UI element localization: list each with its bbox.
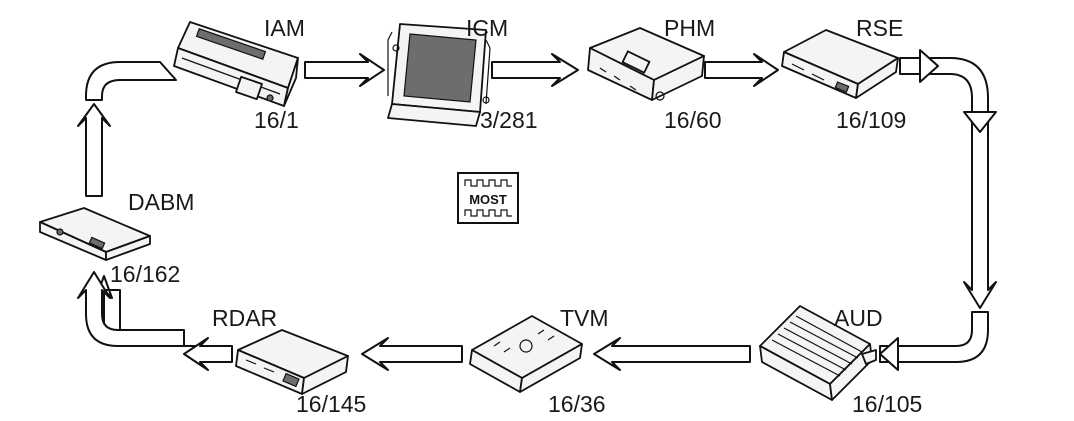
most-badge-label: MOST <box>469 192 507 207</box>
rdar-ref: 16/145 <box>296 391 366 417</box>
arrow-rdar-to-dabm-shaft <box>77 271 185 347</box>
dabm-ref: 16/162 <box>110 261 180 287</box>
arrow-rse-to-aud-corner <box>899 57 989 113</box>
arrow-phm-to-rse <box>704 53 779 87</box>
arrow-rdar-to-dabm-head <box>183 337 233 371</box>
arrow-rse-to-aud-shaft <box>963 117 997 309</box>
arrow-aud-to-tvm-head <box>879 337 899 371</box>
arrow-rse-to-aud-head2 <box>963 111 997 133</box>
dabm-label: DABM <box>128 189 194 215</box>
aud-device <box>759 305 877 401</box>
iam-ref: 16/1 <box>254 107 299 133</box>
tvm-label: TVM <box>560 305 609 331</box>
rse-ref: 16/109 <box>836 107 906 133</box>
rse-device <box>781 29 899 99</box>
arrow-aud-to-tvm <box>593 337 751 371</box>
icm-device <box>387 23 491 127</box>
phm-device <box>587 27 705 101</box>
phm-ref: 16/60 <box>664 107 722 133</box>
rdar-device <box>235 329 349 395</box>
aud-label: AUD <box>834 305 883 331</box>
most-badge-frame <box>457 172 519 224</box>
tvm-device <box>469 315 583 393</box>
icm-label: ICM <box>466 15 508 41</box>
dabm-device <box>39 207 151 261</box>
most-badge: MOST <box>457 172 519 224</box>
most-signal-bottom-icon <box>464 209 512 217</box>
tvm-ref: 16/36 <box>548 391 606 417</box>
iam-device <box>173 21 299 107</box>
rdar-label: RDAR <box>212 305 277 331</box>
arrow-iam-to-icm <box>304 53 385 87</box>
arrow-aud-to-tvm-corner <box>879 311 989 363</box>
iam-label: IAM <box>264 15 305 41</box>
rse-label: RSE <box>856 15 903 41</box>
arrow-dabm-to-iam-corner <box>85 61 177 101</box>
arrow-icm-to-phm <box>491 53 579 87</box>
arrow-rse-to-aud-head1 <box>919 49 939 83</box>
icm-ref: 3/281 <box>480 107 538 133</box>
arrow-dabm-to-iam <box>77 103 111 197</box>
phm-label: PHM <box>664 15 715 41</box>
aud-ref: 16/105 <box>852 391 922 417</box>
arrow-tvm-to-rdar <box>361 337 463 371</box>
most-signal-top-icon <box>464 179 512 187</box>
